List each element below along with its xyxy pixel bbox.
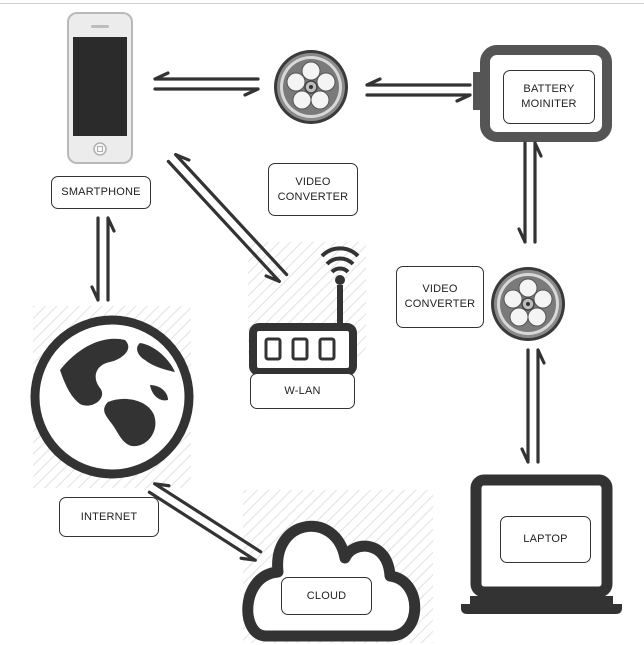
- top-divider: [0, 3, 644, 4]
- smartphone-label-text: SMARTPHONE: [61, 186, 141, 198]
- film-reel-icon: [273, 49, 349, 125]
- battery-label-line2: MOINITER: [521, 98, 577, 110]
- bidirectional-arrow-icon: [147, 482, 263, 562]
- bidirectional-arrow-icon: [90, 216, 116, 302]
- cloud-label: CLOUD: [281, 577, 372, 615]
- battery-icon: [473, 45, 612, 142]
- bidirectional-arrow-icon: [520, 348, 546, 464]
- bidirectional-arrow-icon: [517, 141, 543, 244]
- video-converter-top-label: VIDEO CONVERTER: [268, 163, 358, 216]
- globe-icon: [30, 315, 194, 479]
- battery-label-line1: BATTERY: [523, 83, 575, 95]
- video-converter-right-label: VIDEO CONVERTER: [396, 266, 484, 328]
- internet-label-text: INTERNET: [80, 510, 138, 523]
- bidirectional-arrow-icon: [166, 153, 289, 283]
- laptop-label-text: LAPTOP: [523, 533, 568, 545]
- internet-label: INTERNET: [59, 497, 159, 537]
- video-converter-top-line1: VIDEO: [295, 175, 331, 188]
- video-converter-top-line2: CONVERTER: [277, 190, 349, 203]
- smartphone-icon: [67, 12, 133, 164]
- laptop-label: LAPTOP: [500, 516, 591, 563]
- smartphone-label: SMARTPHONE: [51, 176, 151, 209]
- cloud-label-text: CLOUD: [306, 589, 347, 602]
- video-converter-right-line2: CONVERTER: [404, 298, 476, 310]
- bidirectional-arrow-icon: [153, 71, 260, 97]
- wlan-label-text: W-LAN: [284, 384, 321, 397]
- battery-monitor-label: BATTERY MOINITER: [503, 70, 595, 124]
- wlan-label: W-LAN: [250, 373, 355, 409]
- film-reel-icon: [490, 266, 566, 342]
- video-converter-right-line1: VIDEO: [422, 283, 458, 295]
- wifi-router-icon: [249, 246, 360, 376]
- bidirectional-arrow-icon: [365, 77, 472, 103]
